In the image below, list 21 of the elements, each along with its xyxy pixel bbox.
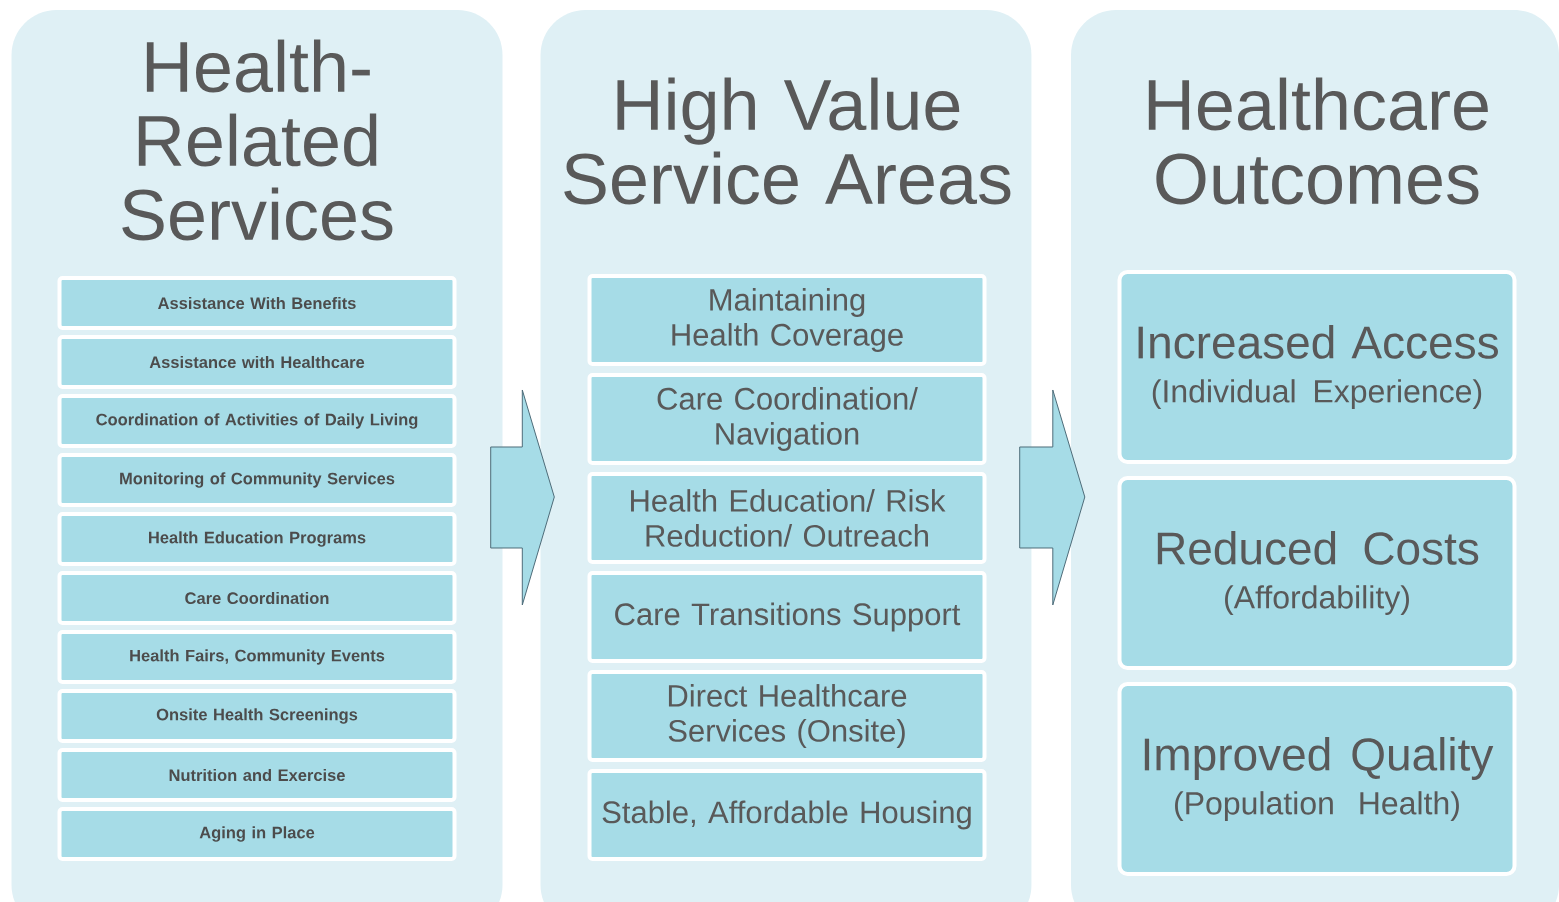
service-box: Assistance with Healthcare: [57, 335, 457, 389]
service-box: Maintaining Health Coverage: [587, 274, 987, 366]
service-box: Direct Healthcare Services (Onsite): [587, 670, 987, 762]
service-box: Stable, Affordable Housing: [587, 769, 987, 861]
block-arrow: [1019, 389, 1086, 606]
service-box: Care Transitions Support: [587, 571, 987, 663]
service-box: Aging in Place: [57, 807, 457, 861]
service-box: Coordination of Activities of Daily Living: [57, 394, 457, 448]
service-box: Care Coordination/ Navigation: [587, 373, 987, 465]
service-box: Health Fairs, Community Events: [57, 630, 457, 684]
service-box: Onsite Health Screenings: [57, 689, 457, 743]
service-box: Monitoring of Community Services: [57, 453, 457, 507]
service-box: Assistance With Benefits: [57, 276, 457, 330]
service-box: Care Coordination: [57, 571, 457, 625]
service-box: Health Education/ Risk Reduction/ Outreach: [587, 472, 987, 564]
service-box: Health Education Programs: [57, 512, 457, 566]
outcome-box: Improved Quality (Population Health): [1117, 682, 1517, 876]
outcome-box: Reduced Costs (Affordability): [1117, 476, 1517, 670]
outcome-box: Increased Access (Individual Experience): [1117, 270, 1517, 464]
service-box: Nutrition and Exercise: [57, 748, 457, 802]
block-arrow: [490, 389, 555, 606]
